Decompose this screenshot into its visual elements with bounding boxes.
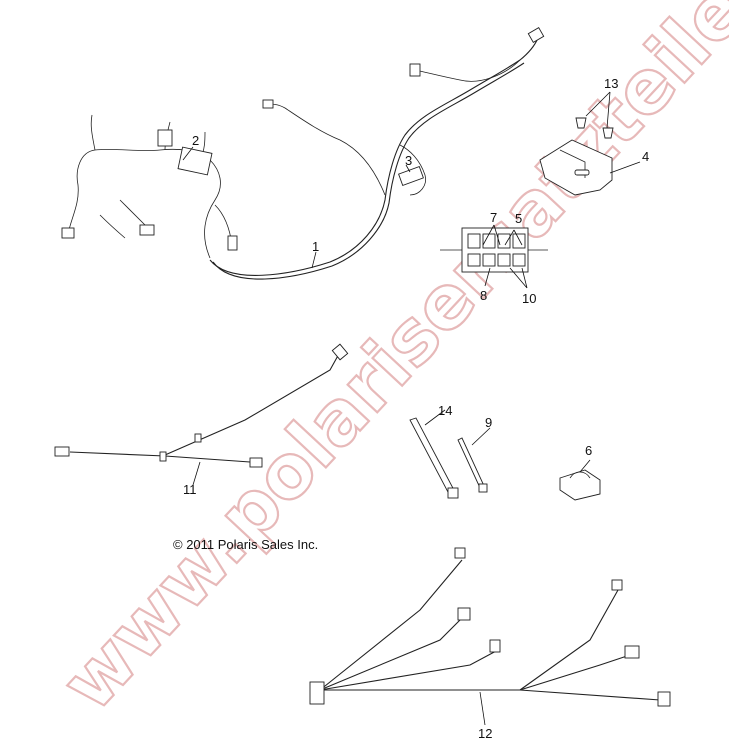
watermark: www.polarisersatzteile.de [44, 0, 729, 728]
callout-6: 6 [585, 443, 592, 458]
callout-13: 13 [604, 76, 618, 91]
callout-10: 10 [522, 291, 536, 306]
callout-7: 7 [490, 210, 497, 225]
main-harness-part [61, 27, 545, 280]
sub-harness-part [54, 343, 349, 468]
callout-1: 1 [312, 239, 319, 254]
bracket-part [539, 139, 613, 196]
harness-12-part [309, 547, 671, 707]
callout-5: 5 [515, 211, 522, 226]
watermark-text: www.polarisersatzteile.de [45, 0, 729, 727]
clip-part [559, 469, 601, 501]
cable-tie-9-part [457, 437, 488, 493]
callout-11: 11 [183, 482, 197, 497]
callout-14: 14 [438, 403, 452, 418]
cable-tie-14-part [409, 417, 459, 499]
callout-12: 12 [478, 726, 492, 741]
callout-4: 4 [642, 149, 649, 164]
callouts: 1 2 3 4 5 6 7 8 9 10 11 12 13 14 [183, 76, 649, 741]
callout-8: 8 [480, 288, 487, 303]
leader-lines [182, 91, 641, 726]
push-rivets-part [575, 117, 614, 139]
copyright-text: © 2011 Polaris Sales Inc. [173, 537, 318, 552]
callout-9: 9 [485, 415, 492, 430]
callout-3: 3 [405, 153, 412, 168]
callout-2: 2 [192, 133, 199, 148]
